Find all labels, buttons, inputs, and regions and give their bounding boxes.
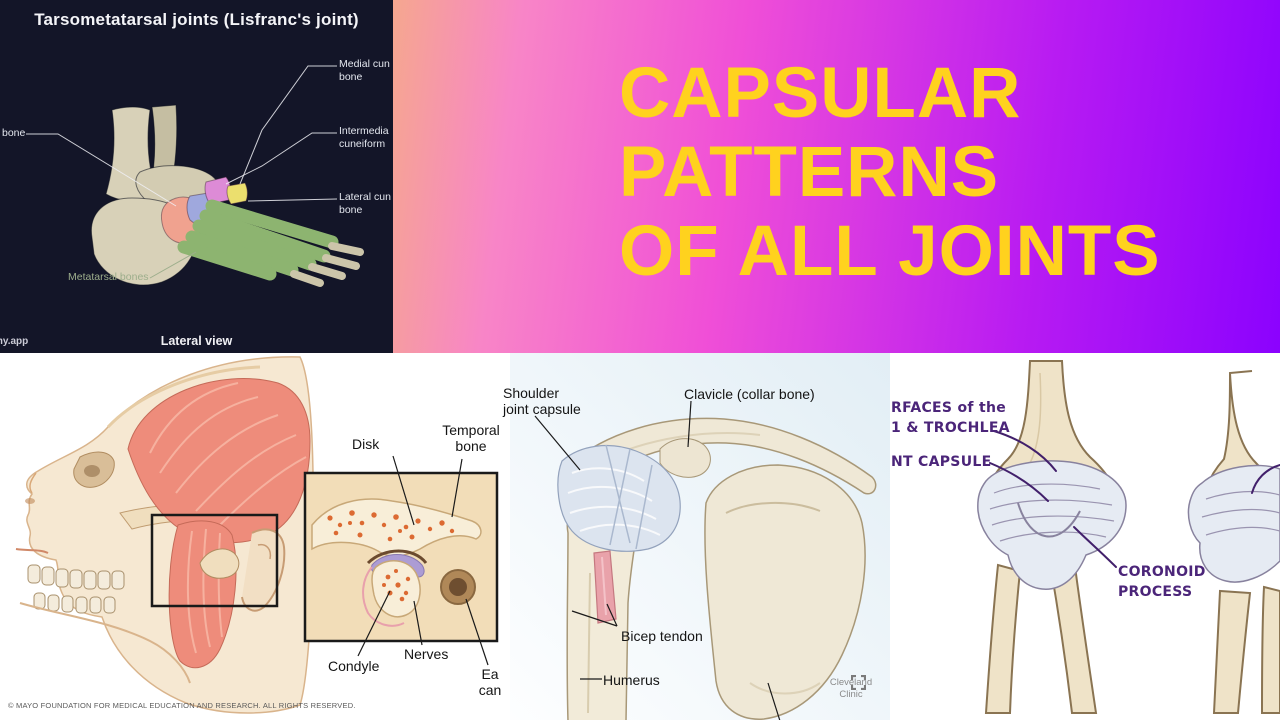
label-nerves: Nerves (404, 646, 449, 662)
teeth (27, 564, 125, 614)
elbow-leader-lines (989, 430, 1280, 568)
cleveland-clinic-logo-icon (851, 675, 866, 690)
hero-title-line-1: CAPSULAR (619, 54, 1022, 133)
foot-leader-lines (26, 65, 338, 207)
top-row: Tarsometatarsal joints (Lisfranc's joint… (0, 0, 1280, 353)
label-articular-surfaces: RFACES of the 1 & TROCHLEA (891, 400, 1010, 437)
shoulder-joint-illustration (510, 353, 890, 720)
mayo-copyright: © MAYO FOUNDATION FOR MEDICAL EDUCATION … (8, 701, 356, 710)
elbow2-capsule (1187, 464, 1280, 583)
foot-diagram-panel: Tarsometatarsal joints (Lisfranc's joint… (0, 0, 393, 353)
label-metatarsal-bones: Metatarsal bones (68, 271, 149, 283)
lateral-view-caption: Lateral view (160, 334, 233, 348)
label-humerus: Humerus (603, 672, 660, 688)
metatarsal-bones-green (177, 199, 339, 281)
hero-title-panel: CAPSULAR PATTERNS OF ALL JOINTS (393, 0, 1280, 353)
watermark-text: my.app (0, 336, 29, 347)
anatomy-strip: Disk Temporal bone Condyle Nerves Ea can… (0, 353, 1280, 720)
hero-title-line-3: OF ALL JOINTS (619, 212, 1161, 291)
elbow-joint-illustration (977, 360, 1280, 714)
tmj-highlight-box (150, 513, 279, 608)
toe-bones (290, 242, 364, 287)
label-shoulder-joint-capsule: Shoulder joint capsule (503, 385, 581, 417)
label-joint-capsule: NT CAPSULE (891, 454, 992, 470)
label-clavicle: Clavicle (collar bone) (684, 386, 815, 402)
label-coronoid-process: CORONOID PROCESS (1118, 564, 1206, 601)
elbow-capsule (977, 460, 1127, 590)
cleveland-clinic-logo-text: Cleveland Clinic (829, 677, 873, 700)
ear (241, 528, 286, 612)
foot-skeleton-illustration (26, 65, 364, 287)
cleveland-clinic-logo: Cleveland Clinic (820, 675, 882, 701)
foot-panel-title: Tarsometatarsal joints (Lisfranc's joint… (34, 10, 359, 29)
label-left-bone: bone (2, 127, 26, 139)
tmj-inset (303, 471, 499, 643)
tmj-skull-illustration (15, 356, 499, 714)
label-condyle: Condyle (328, 658, 380, 674)
label-ear-canal: Ea can (478, 666, 502, 698)
tmj-leader-lines (357, 455, 489, 666)
label-lateral-cuneiform: Lateral cun bone (339, 191, 391, 217)
scapula (704, 464, 866, 720)
label-disk: Disk (352, 436, 380, 452)
shoulder-capsule (557, 444, 681, 552)
label-temporal-bone: Temporal bone (442, 422, 500, 454)
hero-title-line-2: PATTERNS (619, 133, 1000, 212)
metatarsal-leader-line (149, 251, 197, 279)
label-bicep-tendon: Bicep tendon (621, 628, 703, 644)
label-intermediate-cuneiform: Intermedia cuneiform (339, 125, 389, 151)
label-medial-cuneiform: Medial cun bone (339, 58, 390, 84)
temporalis-muscle (127, 378, 311, 544)
shoulder-leader-lines (534, 400, 781, 720)
bone-speckles (327, 510, 455, 542)
